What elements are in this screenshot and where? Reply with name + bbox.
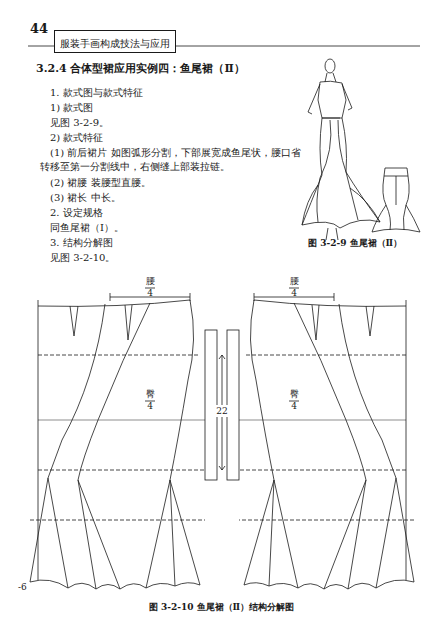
section-heading: 3.2.4 合体型裙应用实例四：鱼尾裙（Ⅱ） (36, 62, 245, 76)
header-box: 服装手画构成技法与应用 (54, 30, 176, 53)
list-heading: 3. 结构分解图 (50, 236, 113, 250)
note-text: 同鱼尾裙（Ⅰ）。 (50, 221, 124, 235)
pattern-draft (30, 288, 414, 589)
note-text: 见图 3-2-10。 (50, 251, 115, 265)
note-text: 见图 3-2-9。 (50, 116, 109, 130)
list-heading: 1. 款式图与款式特征 (50, 86, 143, 100)
fraction-label: 4 (144, 288, 156, 299)
figure-caption: 图 3-2-9 鱼尾裙（Ⅱ） (308, 236, 402, 250)
list-item: (2) 裙腰 装腰型直腰。 (50, 176, 151, 190)
list-item: (3) 裙长 中长。 (50, 191, 121, 205)
fraction-label: 臀 (144, 389, 156, 400)
header-text: 服装手画构成技法与应用 (60, 38, 170, 49)
fraction-label: 腰 (288, 276, 300, 287)
dimension-label: 22 (215, 405, 229, 417)
list-heading: 2. 设定规格 (50, 206, 103, 220)
skirt-illustration (302, 59, 420, 240)
fraction-label: 4 (288, 288, 300, 299)
dimension-label: -6 (18, 580, 27, 594)
figure-caption: 图 3-2-10 鱼尾裙（Ⅱ）结构分解图 (0, 600, 443, 614)
fraction-label: 腰 (144, 276, 156, 287)
page-number: 44 (30, 22, 48, 36)
fraction-label: 4 (288, 401, 300, 412)
paragraph: (1) 前后裙片 如图弧形分割，下部展宽成鱼尾状，腰口省转移至第一分割线中，右侧… (40, 146, 302, 174)
list-item: 2) 款式特征 (50, 131, 103, 145)
list-item: 1) 款式图 (50, 101, 93, 115)
fraction-label: 臀 (288, 389, 300, 400)
fraction-label: 4 (144, 401, 156, 412)
